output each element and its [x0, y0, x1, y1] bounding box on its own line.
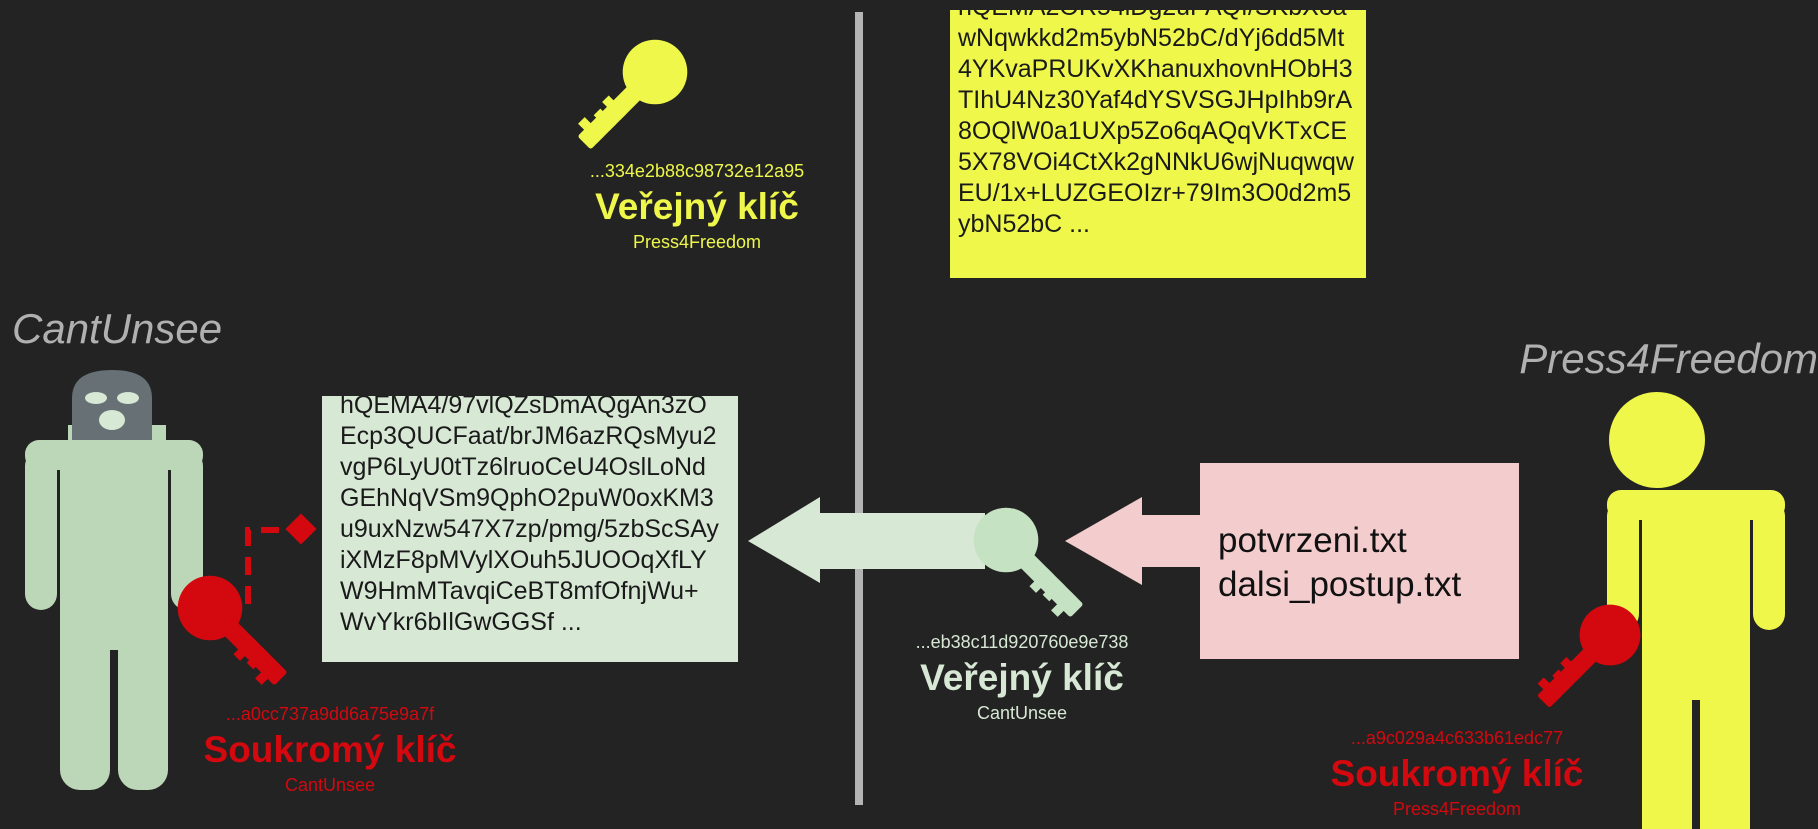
key-title: Soukromý klíč [203, 729, 457, 770]
key-owner: Press4Freedom [1392, 799, 1522, 819]
cantunsee-name: CantUnsee [12, 305, 223, 352]
ciphertext-middle-text: hQEMA4/97vlQZsDmAQgAn3zOEcp3QUCFaat/brJM… [340, 396, 719, 636]
file-item: dalsi_postup.txt [1218, 565, 1462, 604]
private-key-press-icon [1531, 604, 1641, 708]
file-item: potvrzeni.txt [1218, 521, 1407, 560]
files-arrow [1065, 497, 1200, 585]
press4freedom-figure [1607, 392, 1785, 829]
key-title: Soukromý klíč [1330, 753, 1584, 794]
key-title: Veřejný klíč [595, 186, 799, 227]
key-id: ...a0cc737a9dd6a75e9a7f [225, 704, 435, 724]
encryption-arrow [748, 497, 985, 583]
public-key-cant-icon [973, 507, 1084, 624]
key-id: ...eb38c11d920760e9e738 [915, 632, 1129, 652]
key-title: Veřejný klíč [920, 657, 1124, 698]
ciphertext-top: hQEMA2OR54iDg2uPAQf/SKbXoawNqwkkd2m5ybN5… [950, 10, 1366, 278]
divider-line [855, 12, 863, 805]
key-owner: CantUnsee [284, 775, 376, 795]
private-key-cant-icon [177, 575, 288, 692]
key-id: ...a9c029a4c633b61edc77 [1350, 728, 1564, 748]
key-id: ...334e2b88c98732e12a95 [589, 161, 805, 181]
press4freedom-name: Press4Freedom [1519, 335, 1818, 382]
files-box: potvrzeni.txt dalsi_postup.txt [1200, 463, 1519, 659]
private-key-connector [245, 527, 282, 604]
ciphertext-middle: hQEMA4/97vlQZsDmAQgAn3zOEcp3QUCFaat/brJM… [322, 396, 738, 662]
private-key-press-label: ...a9c029a4c633b61edc77 Soukromý klíč Pr… [1307, 728, 1607, 820]
connector-diamond [285, 513, 317, 545]
cantunsee-figure [25, 425, 203, 790]
key-owner: Press4Freedom [632, 232, 762, 252]
public-key-press-icon [571, 39, 688, 150]
ciphertext-top-text: hQEMA2OR54iDg2uPAQf/SKbXoawNqwkkd2m5ybN5… [958, 10, 1354, 238]
balaclava-icon [72, 370, 152, 440]
key-owner: CantUnsee [976, 703, 1068, 723]
public-key-press-label: ...334e2b88c98732e12a95 Veřejný klíč Pre… [547, 161, 847, 253]
private-key-cant-label: ...a0cc737a9dd6a75e9a7f Soukromý klíč Ca… [180, 704, 480, 796]
public-key-cant-label: ...eb38c11d920760e9e738 Veřejný klíč Can… [872, 632, 1172, 724]
